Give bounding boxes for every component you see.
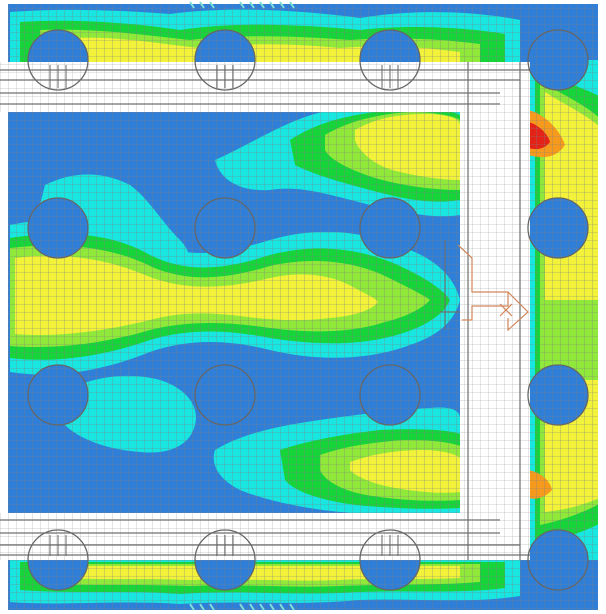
beam-lines bbox=[0, 62, 530, 560]
column-outline bbox=[359, 197, 421, 259]
edge-hatching bbox=[189, 1, 295, 611]
column-ticks bbox=[49, 65, 399, 556]
column-outline bbox=[194, 29, 256, 91]
column-outline bbox=[527, 364, 589, 426]
column-outline bbox=[527, 29, 589, 91]
column-outline bbox=[194, 197, 256, 259]
column-outline bbox=[527, 197, 589, 259]
column-outline bbox=[194, 364, 256, 426]
axis-triad-icon bbox=[440, 240, 529, 332]
column-outline bbox=[27, 197, 89, 259]
column-outline bbox=[27, 529, 89, 591]
column-outline bbox=[27, 29, 89, 91]
column-outline bbox=[359, 529, 421, 591]
column-outline bbox=[359, 364, 421, 426]
column-outline bbox=[194, 529, 256, 591]
column-outlines bbox=[27, 29, 589, 591]
column-outline bbox=[27, 364, 89, 426]
column-outline bbox=[359, 29, 421, 91]
column-outline bbox=[527, 529, 589, 591]
